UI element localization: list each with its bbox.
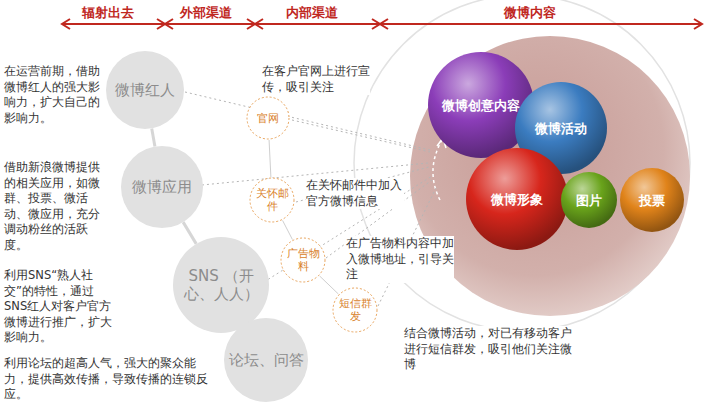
node-text-box: 微博形象 <box>466 148 568 250</box>
circle-outline <box>281 238 325 282</box>
section-header: 外部渠道 <box>176 4 236 22</box>
connector <box>283 220 293 239</box>
note: 在客户官网上进行宣传，吸引关注 <box>262 64 370 95</box>
internal-circle: 关怀邮件 <box>249 177 295 223</box>
circle-outline <box>466 148 568 250</box>
channel-circle: 论坛、问答 <box>224 318 308 402</box>
node-text-box: SNS （开心、人人） <box>173 237 269 333</box>
note: 借助新浪微博提供的相关应用，如微群、投票、微活动、微应用，充分调动粉丝的活跃度。 <box>4 160 108 253</box>
channel-circle: 微博红人 <box>106 51 184 129</box>
node-label: 微博形象 <box>491 192 543 207</box>
channel-circle: SNS （开心、人人） <box>173 237 269 333</box>
connector <box>183 222 196 244</box>
node-text-box: 官网 <box>246 96 290 140</box>
content-sphere: 微博形象 <box>466 148 568 250</box>
note: 结合微博活动，对已有移动客户进行短信群发，吸引他们关注微博 <box>404 326 576 373</box>
node-label: 关怀邮件 <box>252 187 292 212</box>
note: 利用论坛的超高人气，强大的聚众能力，提供高效传播，导致传播的连锁反应。 <box>4 356 214 403</box>
connector <box>269 140 271 177</box>
note: 利用SNS“熟人社交”的特性，通过SNS红人对客户官方微博进行推广，扩大影响力。 <box>4 268 114 346</box>
circle-outline <box>106 51 184 129</box>
node-text-box: 投票 <box>620 168 684 232</box>
circle-outline <box>121 146 203 228</box>
circle-outline <box>247 97 289 139</box>
circle-outline <box>250 178 294 222</box>
section-header: 辐射出去 <box>78 4 138 22</box>
section-header: 微博内容 <box>500 4 560 22</box>
node-text-box: 微博应用 <box>121 146 203 228</box>
circle-outline <box>333 288 377 332</box>
internal-circle: 广告物料 <box>280 237 326 283</box>
internal-circle: 短信群发 <box>332 287 378 333</box>
internal-circle: 官网 <box>246 96 290 140</box>
connector <box>320 276 339 294</box>
node-label: 广告物料 <box>283 247 323 272</box>
circle-outline <box>224 318 308 402</box>
node-text-box: 论坛、问答 <box>224 318 308 402</box>
section-header: 内部渠道 <box>282 4 342 22</box>
node-label: 微博红人 <box>115 81 175 99</box>
node-label: 短信群发 <box>335 297 375 322</box>
node-label: 投票 <box>639 193 665 208</box>
circle-outline <box>561 172 617 228</box>
content-sphere: 投票 <box>620 168 684 232</box>
node-label: 微博应用 <box>132 178 192 196</box>
channel-circle: 微博应用 <box>121 146 203 228</box>
node-label: 官网 <box>257 112 279 125</box>
header-bracket <box>62 19 702 29</box>
circle-outline <box>173 237 269 333</box>
circle-outline <box>620 168 684 232</box>
node-text-box: 关怀邮件 <box>249 177 295 223</box>
node-label: 图片 <box>576 193 602 208</box>
note: 在运营前期，借助微博红人的强大影响力，扩大自己的影响力。 <box>4 64 100 126</box>
node-label: SNS （开心、人人） <box>176 267 266 303</box>
node-label: 论坛、问答 <box>229 351 304 369</box>
content-sphere: 图片 <box>561 172 617 228</box>
note: 在广告物料内容中加入微博地址，引导关注 <box>346 236 454 283</box>
node-text-box: 广告物料 <box>280 237 326 283</box>
node-text-box: 短信群发 <box>332 287 378 333</box>
node-label: 微博活动 <box>535 121 587 136</box>
note: 在关怀邮件中加入官方微博信息 <box>306 178 404 209</box>
node-label: 微博创意内容 <box>442 98 520 113</box>
node-text-box: 微博红人 <box>106 51 184 129</box>
node-text-box: 图片 <box>561 172 617 228</box>
curve-arrow <box>433 140 442 200</box>
connector <box>152 128 155 146</box>
